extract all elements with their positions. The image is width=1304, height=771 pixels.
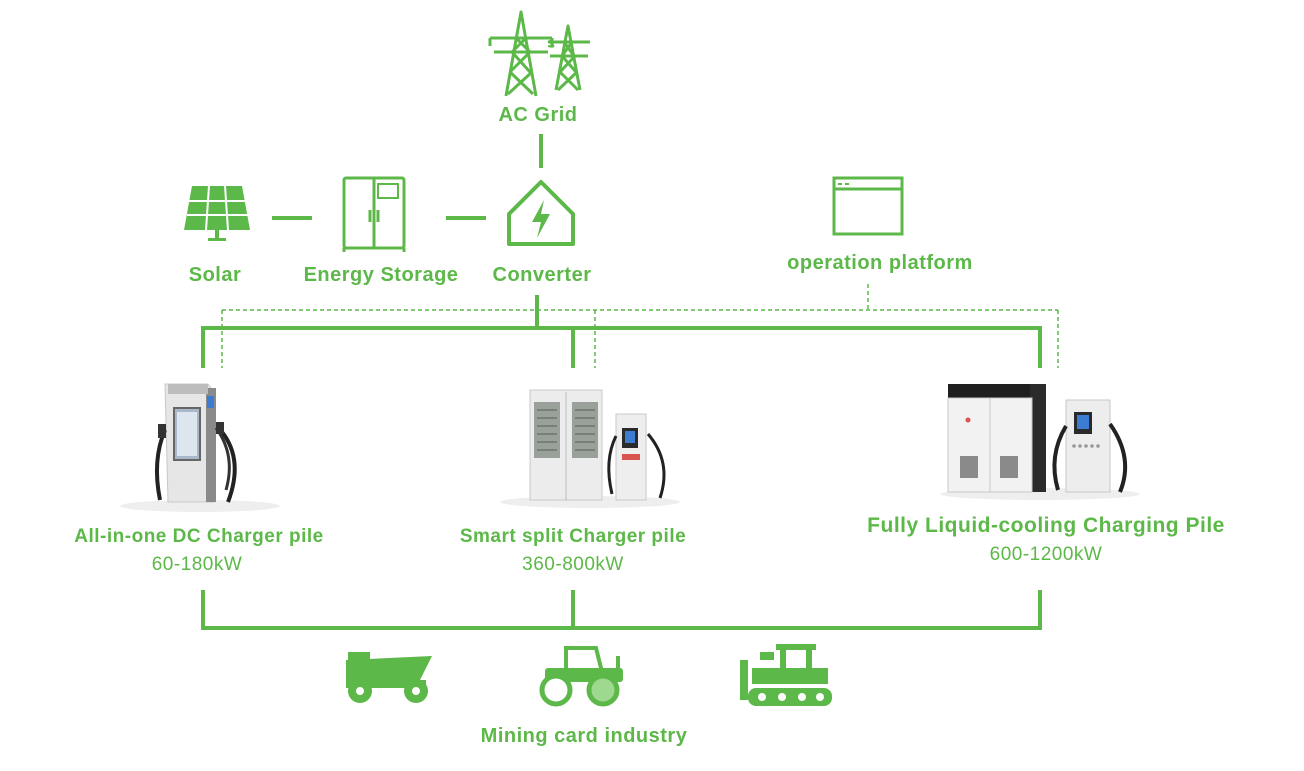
- industry-bus: [201, 590, 1042, 630]
- main-power-bus: [201, 295, 1042, 368]
- all-in-one-charger-image: [120, 383, 280, 512]
- operation-platform-label: operation platform: [787, 252, 973, 274]
- transmission-tower-icon: [488, 10, 590, 97]
- product-name-split: Smart split Charger pile: [459, 526, 687, 547]
- product-name-all-in-one: All-in-one DC Charger pile: [74, 526, 324, 547]
- product-power-split: 360-800kW: [522, 554, 624, 575]
- energy-storage-label: Energy Storage: [303, 264, 459, 286]
- liquid-cooling-charger-image: [940, 384, 1140, 500]
- product-name-liquid-cooling: Fully Liquid-cooling Charging Pile: [867, 514, 1225, 537]
- dump-truck-icon: [346, 652, 432, 703]
- energy-storage-cabinet-icon: [342, 176, 406, 252]
- tractor-icon: [539, 646, 623, 707]
- solar-label: Solar: [188, 264, 242, 286]
- ac-grid-label: AC Grid: [498, 104, 578, 126]
- industry-label: Mining card industry: [480, 725, 688, 747]
- operation-platform-window-icon: [832, 176, 904, 236]
- bulldozer-icon: [740, 644, 832, 706]
- communication-dashed-lines: [221, 284, 1059, 368]
- solar-panel-icon: [184, 185, 250, 241]
- converter-label: Converter: [492, 264, 592, 286]
- split-charger-image: [500, 389, 680, 508]
- product-power-liquid-cooling: 600-1200kW: [989, 544, 1103, 565]
- converter-house-icon: [507, 180, 575, 246]
- product-power-all-in-one: 60-180kW: [151, 554, 243, 575]
